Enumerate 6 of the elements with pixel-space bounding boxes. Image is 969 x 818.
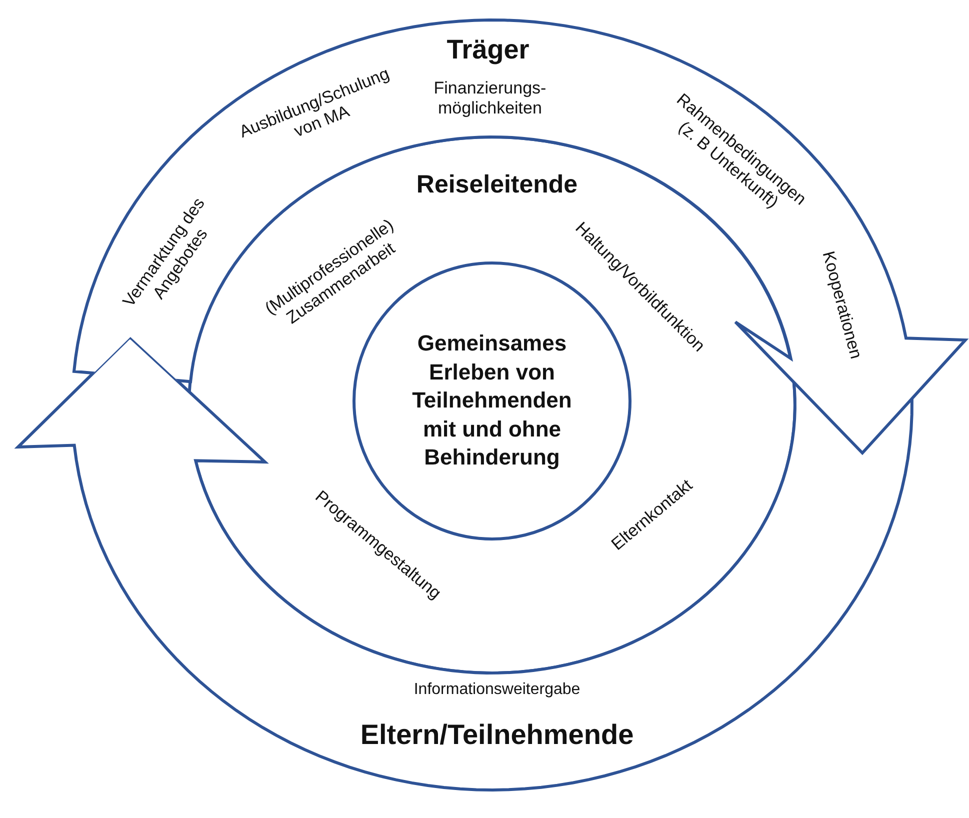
topic-label: Finanzierungs- möglichkeiten: [432, 78, 548, 118]
center-text: Gemeinsames Erleben von Teilnehmenden mit und ohne Behinderung: [411, 330, 573, 472]
group-heading: Reiseleitende: [415, 170, 579, 200]
group-heading: Eltern/Teilnehmende: [359, 718, 635, 752]
group-heading: Träger: [446, 34, 530, 66]
topic-label: Informationsweitergabe: [412, 680, 582, 700]
